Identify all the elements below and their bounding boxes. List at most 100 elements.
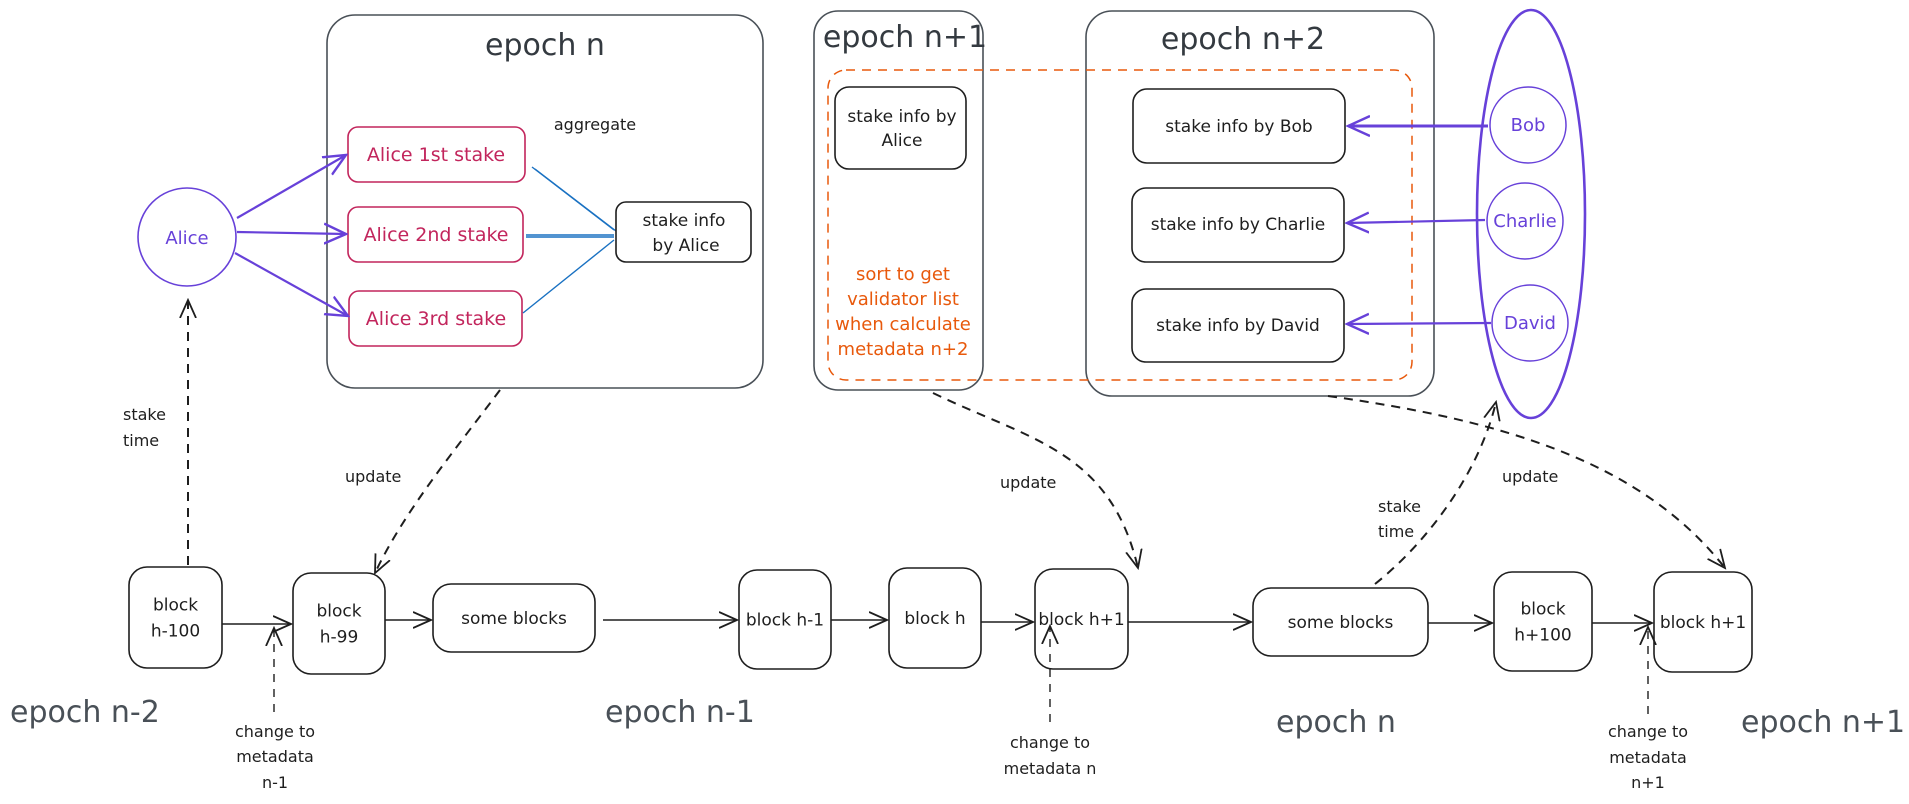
update-arrow-2 [932, 392, 1138, 568]
epoch-n-container[interactable]: epoch n aggregate [326, 14, 764, 389]
update-label-2: update [1000, 473, 1056, 492]
stake-box-3-label: Alice 3rd stake [366, 308, 506, 330]
stake-info-charlie[interactable]: stake info by Charlie [1131, 187, 1345, 263]
chain-block-h-100[interactable]: block h-100 [128, 566, 223, 669]
epoch-n1-title: epoch n+1 [823, 20, 987, 55]
chain-epoch-label-n: epoch n [1276, 705, 1396, 740]
alice-label: Alice [165, 228, 208, 249]
stake-info-alice-epoch-n1[interactable]: stake info by Alice [834, 86, 967, 170]
people-to-stake-info-arrows [1347, 126, 1492, 324]
stake-box-1-label: Alice 1st stake [367, 144, 505, 166]
david-label: David [1504, 313, 1556, 334]
stake-box-3[interactable]: Alice 3rd stake [348, 290, 523, 347]
stake-info-alice-n1-line2: Alice [882, 131, 923, 151]
chain-block-frame [1493, 571, 1593, 672]
chain-block-frame [1653, 571, 1753, 673]
chain-block-some-2[interactable]: some blocks [1252, 587, 1429, 657]
chain-block-h+100[interactable]: block h+100 [1493, 571, 1593, 672]
update-label-3: update [1502, 467, 1558, 486]
chain-block-frame [128, 566, 223, 669]
metadata-change-label-2: change to metadata n [1004, 733, 1097, 778]
charlie-label: Charlie [1493, 211, 1556, 232]
metadata-change-markers [274, 626, 1648, 722]
chain-block-h-99[interactable]: block h-99 [292, 572, 386, 675]
stake-info-alice-epoch-n[interactable]: stake info by Alice [615, 201, 752, 263]
epoch-n2-title: epoch n+2 [1161, 22, 1325, 57]
epoch-n-title: epoch n [485, 28, 605, 63]
chain-block-label: h-99 [320, 628, 359, 648]
stake-info-charlie-label: stake info by Charlie [1151, 215, 1326, 235]
alice-node[interactable]: Alice [137, 187, 237, 287]
stake-info-bob-label: stake info by Bob [1165, 117, 1312, 137]
stake-box-2[interactable]: Alice 2nd stake [347, 206, 524, 263]
chain-block-label: h-100 [151, 622, 200, 642]
stake-info-alice-n1-line1: stake info by [847, 107, 956, 127]
chain-block-h-1[interactable]: block h-1 [738, 569, 832, 670]
stakers-group [1475, 8, 1587, 420]
chain-block-frame [1252, 587, 1429, 657]
chain-arrows [222, 620, 1652, 624]
stake-info-alice-line2: by Alice [652, 236, 719, 256]
note-line-3: when calculate [835, 314, 971, 335]
mc2-line1: change to [1010, 733, 1090, 752]
chain-block-frame [432, 583, 596, 653]
mc1-line1: change to [235, 722, 315, 741]
note-line-1: sort to get [856, 264, 950, 285]
chain-block-label: block h+1 [1038, 610, 1124, 630]
chain-block-h[interactable]: block h [888, 567, 982, 669]
update-label-1: update [345, 467, 401, 486]
chain-block-some-1[interactable]: some blocks [432, 583, 596, 653]
bob-label: Bob [1511, 115, 1546, 136]
charlie-node[interactable]: Charlie [1486, 182, 1564, 260]
metadata-change-label-1: change to metadata n-1 [235, 722, 315, 792]
chain-block-label: h+100 [1514, 626, 1571, 646]
chain-block-frame [888, 567, 982, 669]
stake-time-right-line2: time [1378, 522, 1414, 541]
chain-block-label: block h+1 [1660, 613, 1746, 633]
stake-time-arrow-right [1374, 402, 1496, 585]
chain-block-h+1[interactable]: block h+1 [1034, 568, 1129, 670]
block-chain: block h-100 block h-99 some blocks block h-1 b… [128, 566, 1753, 675]
stake-time-left-line2: time [123, 431, 159, 450]
mc1-line2: metadata [236, 747, 314, 766]
chain-block-h+1-last[interactable]: block h+1 [1653, 571, 1753, 673]
chain-epoch-label-n+1: epoch n+1 [1741, 705, 1905, 740]
aggregate-label: aggregate [554, 115, 636, 134]
stake-time-left-line1: stake [123, 405, 166, 424]
update-arrow-3 [1327, 395, 1725, 568]
mc3-line3: n+1 [1631, 773, 1665, 792]
aggregate-lines [522, 166, 617, 314]
chain-block-label: block [1520, 600, 1565, 620]
note-line-2: validator list [847, 289, 959, 310]
chain-block-frame [1034, 568, 1129, 670]
chain-block-label: block h [904, 609, 965, 629]
epoch-n2-container[interactable]: epoch n+2 [1085, 10, 1435, 397]
chain-block-label: block h-1 [746, 611, 824, 631]
stake-info-alice-line1: stake info [643, 211, 726, 231]
mc3-line1: change to [1608, 722, 1688, 741]
chain-block-label: block [153, 596, 198, 616]
validator-selection-region [827, 69, 1413, 381]
stake-box-2-label: Alice 2nd stake [364, 224, 509, 246]
update-arrow-1 [375, 389, 501, 573]
validator-sort-note: sort to get validator list when calculat… [835, 264, 971, 360]
chain-block-label: some blocks [1288, 613, 1394, 633]
metadata-change-label-3: change to metadata n+1 [1608, 722, 1688, 792]
mc1-line3: n-1 [262, 773, 288, 792]
chain-epoch-label-n-1: epoch n-1 [605, 695, 755, 730]
mc3-line2: metadata [1609, 748, 1687, 767]
mc2-line2: metadata n [1004, 759, 1097, 778]
stake-info-david[interactable]: stake info by David [1131, 288, 1345, 363]
stake-info-bob[interactable]: stake info by Bob [1132, 88, 1346, 164]
chain-block-frame [292, 572, 386, 675]
david-node[interactable]: David [1491, 284, 1569, 362]
bob-node[interactable]: Bob [1489, 86, 1567, 164]
stake-box-1[interactable]: Alice 1st stake [347, 126, 526, 183]
stake-info-david-label: stake info by David [1156, 316, 1320, 336]
chain-block-label: block [316, 602, 361, 622]
stake-time-right-line1: stake [1378, 497, 1421, 516]
alice-to-stakes-arrows [234, 155, 348, 316]
chain-block-label: some blocks [461, 609, 567, 629]
epoch-n1-container[interactable]: epoch n+1 [813, 10, 987, 391]
